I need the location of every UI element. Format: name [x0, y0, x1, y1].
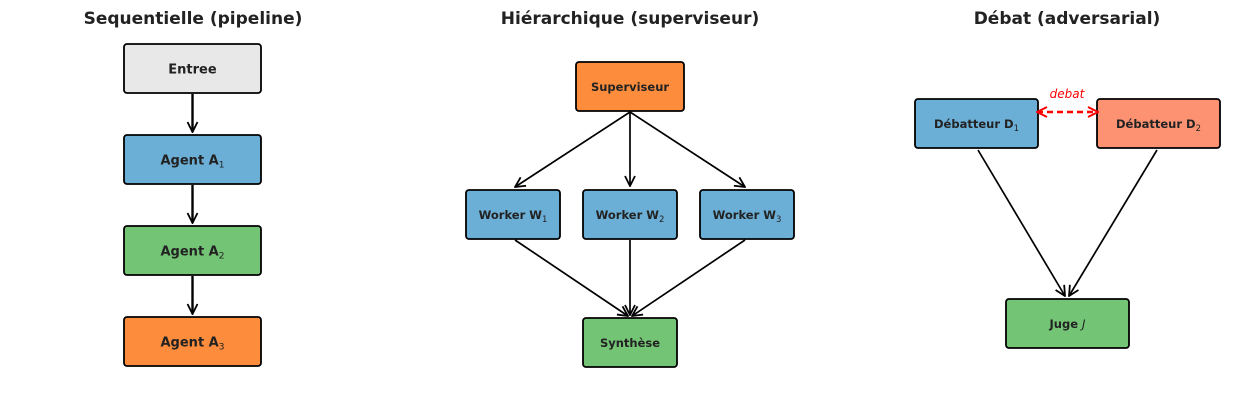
- node-debater-d1: Débatteur D1: [914, 98, 1039, 149]
- edge-d1-to-judge: [977, 149, 1065, 296]
- node-agent-a2-box: [123, 225, 262, 276]
- node-debater-d2: Débatteur D2: [1096, 98, 1221, 149]
- edge-w1-to-synthese: [514, 239, 628, 316]
- node-debater-d1-label: Débatteur D1: [934, 117, 1019, 134]
- node-agent-a3-label: Agent A3: [161, 336, 225, 353]
- node-worker-w1-label: Worker W1: [479, 208, 548, 225]
- panel-sequential: Sequentielle (pipeline) Entree Agent A1 …: [84, 9, 303, 367]
- node-entree: Entree: [123, 43, 262, 94]
- node-agent-a1-box: [123, 134, 262, 185]
- edge-superviseur-to-w3: [629, 111, 745, 187]
- panel-title-debate: Débat (adversarial): [974, 9, 1161, 29]
- edge-debate-label: debat: [1050, 87, 1086, 101]
- panel-title-hierarchical: Hiérarchique (superviseur): [501, 9, 759, 29]
- node-judge-label: Juge J: [1049, 317, 1087, 331]
- node-worker-w2: Worker W2: [582, 189, 678, 240]
- node-worker-w2-box: [582, 189, 678, 240]
- node-entree-box: [123, 43, 262, 94]
- node-judge: Juge J: [1005, 298, 1130, 349]
- node-debater-d1-box: [914, 98, 1039, 149]
- node-agent-a3: Agent A3: [123, 316, 262, 367]
- panel-debate: Débat (adversarial) Débatteur D1 Débatte…: [914, 9, 1221, 349]
- node-worker-w3-label: Worker W3: [713, 208, 782, 225]
- node-superviseur-label: Superviseur: [591, 80, 669, 94]
- node-worker-w3: Worker W3: [699, 189, 795, 240]
- edge-w3-to-synthese: [632, 239, 746, 316]
- node-synthese-label: Synthèse: [600, 336, 660, 350]
- node-worker-w2-label: Worker W2: [596, 208, 665, 225]
- panel-hierarchical: Hiérarchique (superviseur) Superviseur W…: [465, 9, 795, 368]
- node-judge-box: [1005, 298, 1130, 349]
- node-agent-a1: Agent A1: [123, 134, 262, 185]
- node-synthese: Synthèse: [582, 317, 678, 368]
- node-superviseur: Superviseur: [575, 61, 685, 112]
- node-superviseur-box: [575, 61, 685, 112]
- node-worker-w3-box: [699, 189, 795, 240]
- node-debater-d2-box: [1096, 98, 1221, 149]
- node-agent-a3-box: [123, 316, 262, 367]
- edge-superviseur-to-w1: [515, 111, 631, 187]
- node-worker-w1-box: [465, 189, 561, 240]
- node-agent-a2-label: Agent A2: [161, 245, 225, 262]
- node-debater-d2-label: Débatteur D2: [1116, 117, 1201, 134]
- node-worker-w1: Worker W1: [465, 189, 561, 240]
- edge-d2-to-judge: [1069, 149, 1158, 296]
- node-entree-label: Entree: [168, 63, 217, 78]
- panel-title-sequential: Sequentielle (pipeline): [84, 9, 303, 29]
- node-agent-a1-label: Agent A1: [161, 154, 225, 171]
- node-agent-a2: Agent A2: [123, 225, 262, 276]
- node-synthese-box: [582, 317, 678, 368]
